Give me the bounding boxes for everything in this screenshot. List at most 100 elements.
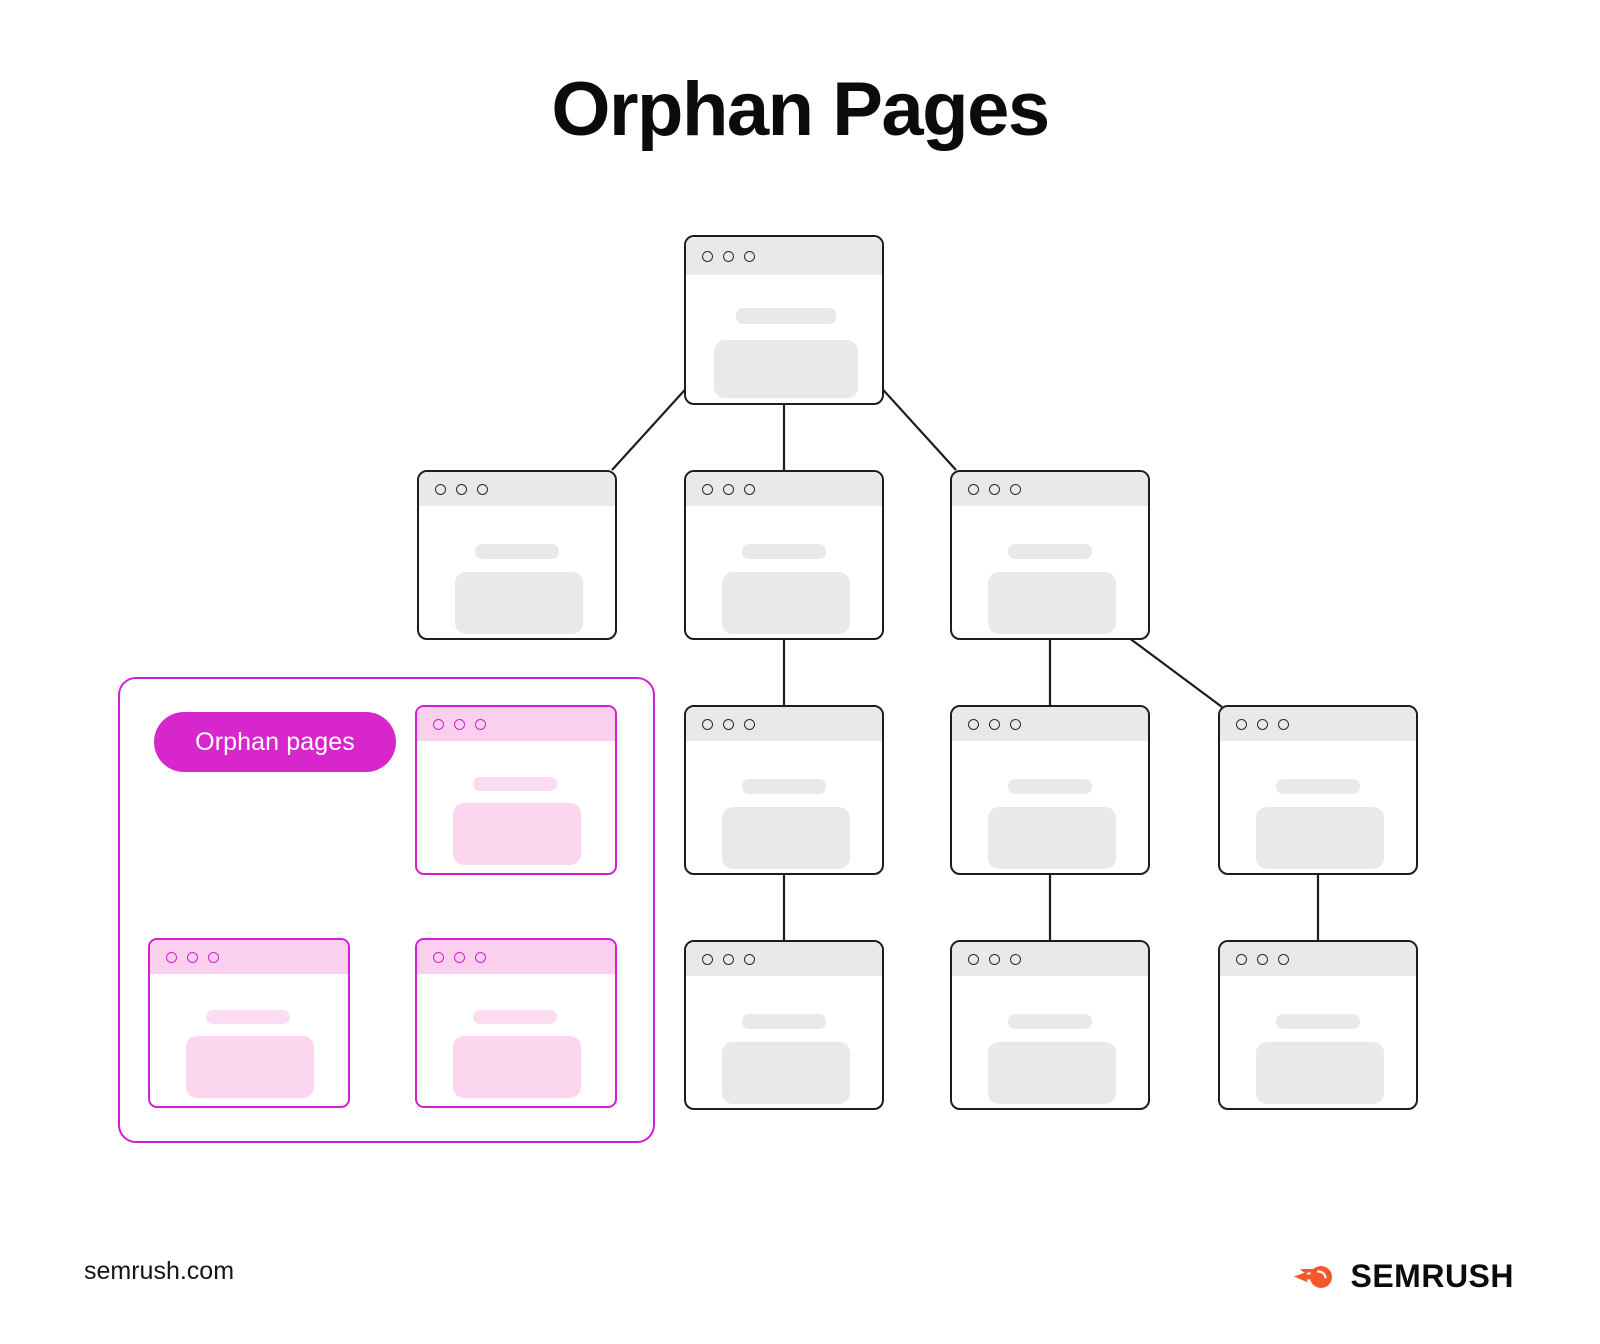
window-dot-icon — [968, 718, 979, 730]
window-dot-icon — [744, 718, 755, 730]
window-dot-icon — [702, 250, 713, 262]
window-dot-icon — [435, 483, 446, 495]
window-dot-icon — [723, 953, 734, 965]
card-body — [150, 974, 348, 1106]
window-dot-icon — [475, 951, 486, 963]
page-card-3-2[interactable] — [950, 705, 1150, 875]
card-heading-placeholder — [1008, 544, 1092, 559]
orphan-page-card-1[interactable] — [415, 705, 617, 875]
window-dot-icon — [723, 250, 734, 262]
page-card-4-2[interactable] — [950, 940, 1150, 1110]
window-dot-icon — [166, 951, 177, 963]
card-heading-placeholder — [206, 1010, 290, 1024]
footer-url: semrush.com — [84, 1257, 235, 1285]
window-dot-icon — [208, 951, 219, 963]
card-heading-placeholder — [1008, 1014, 1092, 1029]
card-body — [686, 506, 882, 638]
card-heading-placeholder — [1276, 1014, 1360, 1029]
window-dot-icon — [744, 250, 755, 262]
card-titlebar — [686, 237, 882, 275]
window-dot-icon — [702, 483, 713, 495]
page-card-2-2[interactable] — [684, 470, 884, 640]
card-heading-placeholder — [473, 1010, 557, 1024]
window-dot-icon — [989, 718, 1000, 730]
card-titlebar — [1220, 942, 1416, 976]
card-body — [686, 741, 882, 873]
card-content-placeholder — [722, 1042, 850, 1104]
page-card-root[interactable] — [684, 235, 884, 405]
window-dot-icon — [1257, 718, 1268, 730]
card-body — [952, 976, 1148, 1108]
page-card-4-3[interactable] — [1218, 940, 1418, 1110]
window-dot-icon — [1236, 953, 1247, 965]
semrush-wordmark: SEMRUSH — [1350, 1258, 1514, 1294]
orphan-page-card-3[interactable] — [415, 938, 617, 1108]
card-titlebar — [686, 707, 882, 741]
page-card-3-3[interactable] — [1218, 705, 1418, 875]
window-dot-icon — [1236, 718, 1247, 730]
window-dot-icon — [723, 483, 734, 495]
window-dot-icon — [433, 718, 444, 730]
card-titlebar — [952, 472, 1148, 506]
card-heading-placeholder — [742, 1014, 826, 1029]
card-content-placeholder — [988, 1042, 1116, 1104]
window-dot-icon — [1010, 953, 1021, 965]
card-titlebar — [417, 940, 615, 974]
card-content-placeholder — [1256, 1042, 1384, 1104]
window-dot-icon — [477, 483, 488, 495]
card-titlebar — [686, 472, 882, 506]
card-body — [952, 741, 1148, 873]
window-dot-icon — [456, 483, 467, 495]
card-heading-placeholder — [742, 779, 826, 794]
card-body — [419, 506, 615, 638]
card-content-placeholder — [453, 803, 581, 865]
card-heading-placeholder — [473, 777, 557, 791]
page-card-2-3[interactable] — [950, 470, 1150, 640]
card-heading-placeholder — [742, 544, 826, 559]
page-card-4-1[interactable] — [684, 940, 884, 1110]
window-dot-icon — [744, 483, 755, 495]
window-dot-icon — [702, 953, 713, 965]
window-dot-icon — [454, 951, 465, 963]
window-dot-icon — [1257, 953, 1268, 965]
window-dot-icon — [1010, 483, 1021, 495]
card-titlebar — [952, 942, 1148, 976]
card-heading-placeholder — [475, 544, 559, 559]
card-content-placeholder — [186, 1036, 314, 1098]
window-dot-icon — [1278, 718, 1289, 730]
orphan-page-card-2[interactable] — [148, 938, 350, 1108]
card-titlebar — [417, 707, 615, 741]
card-content-placeholder — [453, 1036, 581, 1098]
card-body — [417, 974, 615, 1106]
page-title: Orphan Pages — [551, 67, 1050, 152]
card-heading-placeholder — [736, 308, 836, 324]
window-dot-icon — [989, 953, 1000, 965]
window-dot-icon — [968, 953, 979, 965]
card-content-placeholder — [714, 340, 858, 398]
semrush-comet-icon — [1294, 1265, 1333, 1288]
window-dot-icon — [723, 718, 734, 730]
orphan-pages-label: Orphan pages — [154, 712, 396, 772]
card-content-placeholder — [988, 572, 1116, 634]
semrush-logo: SEMRUSH — [1292, 1258, 1514, 1295]
window-dot-icon — [702, 718, 713, 730]
card-content-placeholder — [988, 807, 1116, 869]
page-card-3-1[interactable] — [684, 705, 884, 875]
card-content-placeholder — [722, 572, 850, 634]
page-card-2-1[interactable] — [417, 470, 617, 640]
card-titlebar — [952, 707, 1148, 741]
card-body — [1220, 741, 1416, 873]
card-titlebar — [150, 940, 348, 974]
card-titlebar — [419, 472, 615, 506]
card-heading-placeholder — [1008, 779, 1092, 794]
window-dot-icon — [187, 951, 198, 963]
card-content-placeholder — [455, 572, 583, 634]
card-titlebar — [686, 942, 882, 976]
card-body — [952, 506, 1148, 638]
window-dot-icon — [454, 718, 465, 730]
card-content-placeholder — [1256, 807, 1384, 869]
card-body — [1220, 976, 1416, 1108]
card-content-placeholder — [722, 807, 850, 869]
window-dot-icon — [989, 483, 1000, 495]
card-body — [686, 275, 882, 403]
